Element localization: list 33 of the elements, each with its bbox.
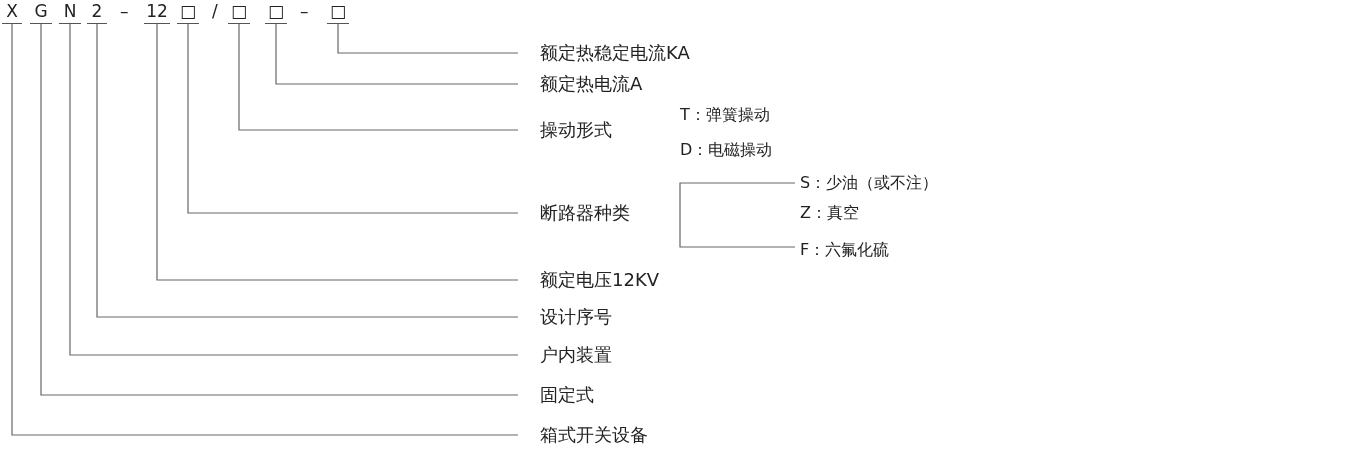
code-character: N (59, 0, 81, 24)
separator-symbol: / (212, 0, 218, 22)
leader-line (238, 23, 519, 131)
code-character: □ (228, 0, 250, 24)
leader-line (275, 23, 519, 85)
separator-symbol: – (300, 0, 309, 22)
leader-line (187, 23, 519, 214)
code-character: X (2, 0, 22, 24)
code-character: □ (265, 0, 287, 24)
code-character: 2 (87, 0, 107, 24)
description-text: 户内装置 (518, 342, 612, 368)
description-text: 额定热稳定电流KA (518, 40, 690, 66)
option-text: D：电磁操动 (680, 139, 773, 161)
leader-line (337, 23, 519, 54)
code-character: □ (327, 0, 349, 24)
option-text: S：少油（或不注） (800, 172, 939, 194)
description-text: 固定式 (518, 382, 594, 408)
description-text: 额定电压12KV (518, 267, 660, 293)
option-text: Z：真空 (800, 202, 859, 224)
description-text: 操动形式 (518, 117, 612, 143)
code-character: 12 (144, 0, 170, 24)
description-text: 箱式开关设备 (518, 422, 648, 448)
leader-line (69, 23, 519, 356)
code-character: G (30, 0, 52, 24)
separator-symbol: – (120, 0, 129, 22)
leader-line (96, 23, 519, 318)
code-character: □ (177, 0, 199, 24)
option-text: F：六氟化硫 (800, 239, 890, 261)
description-text: 设计序号 (518, 304, 612, 330)
option-text: T：弹簧操动 (680, 104, 770, 126)
description-text: 断路器种类 (518, 200, 630, 226)
description-text: 额定热电流A (518, 71, 643, 97)
leader-line (156, 23, 519, 281)
